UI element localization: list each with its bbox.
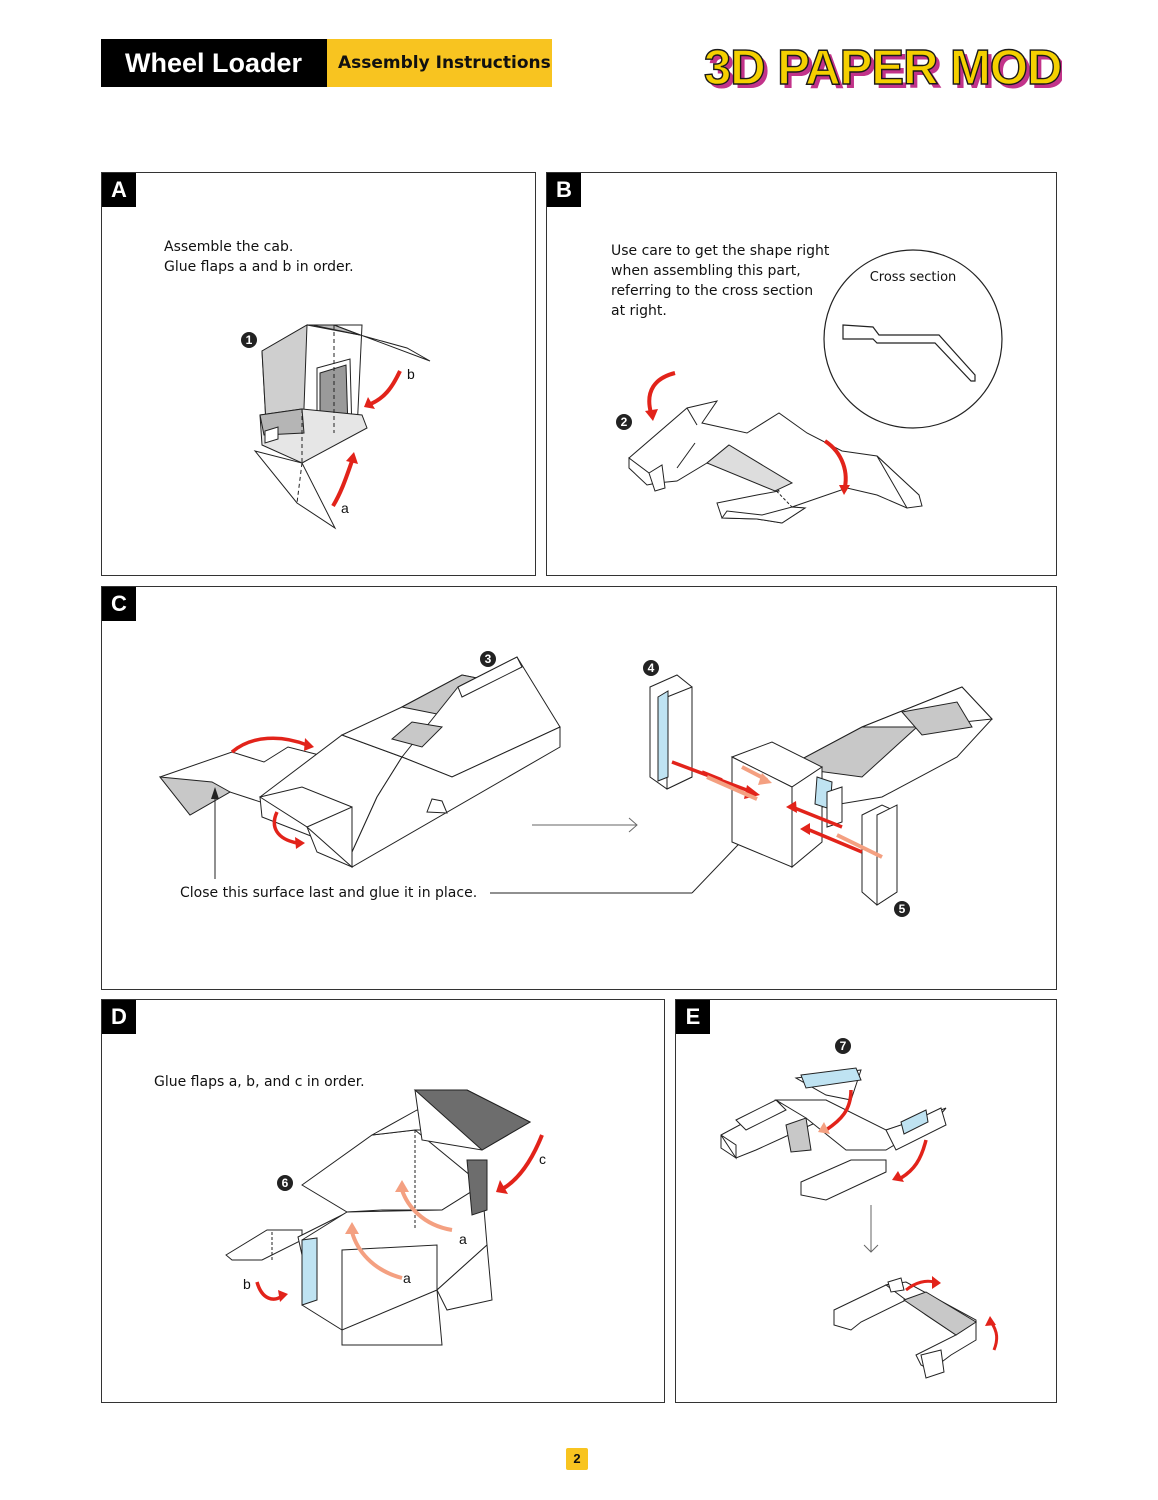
panel-b-tag: B: [547, 173, 581, 207]
cross-section-label: Cross section: [870, 270, 957, 285]
panel-c-tag: C: [102, 587, 136, 621]
chassis-assembly-diagram: 3 4 5: [158, 651, 994, 917]
body-assembly-diagram: 6 c a a b: [225, 1089, 546, 1346]
panel-d-instructions: Glue flaps a, b, and c in order.: [154, 1072, 365, 1092]
document-title: Wheel Loader: [101, 39, 327, 87]
step-1-label: 1: [246, 333, 253, 347]
flap-a-upper-label: a: [459, 1231, 467, 1247]
step-2-marker: [616, 414, 632, 430]
cab-assembly-diagram: 1 b a: [241, 324, 431, 530]
step-4-label: 4: [648, 661, 655, 675]
brand-logo: 3D PAPER MODELS 3D PAPER MODELS: [703, 40, 1062, 96]
flap-c-label: c: [539, 1151, 546, 1167]
panel-d-line-1: Glue flaps a, b, and c in order.: [154, 1074, 365, 1090]
panel-d-tag: D: [102, 1000, 136, 1034]
document-subtitle: Assembly Instructions: [327, 39, 552, 87]
panel-b: B Use care to get the shape right when a…: [546, 172, 1057, 576]
step-3-marker: [480, 651, 496, 667]
panel-a: A Assemble the cab. Glue flaps a and b i…: [101, 172, 536, 576]
step-7-marker: [835, 1038, 851, 1054]
page-number: 2: [566, 1448, 588, 1470]
panel-b-line-2: when assembling this part,: [611, 263, 801, 279]
flap-b-label-d: b: [243, 1276, 251, 1292]
panel-b-instructions: Use care to get the shape right when ass…: [611, 241, 829, 321]
axle-part-diagram: 7: [720, 1038, 999, 1379]
frame-part-diagram: Cross section 2: [616, 249, 1003, 524]
panel-b-line-1: Use care to get the shape right: [611, 243, 830, 259]
step-2-label: 2: [621, 415, 628, 429]
step-4-marker: [643, 660, 659, 676]
panel-a-instructions: Assemble the cab. Glue flaps a and b in …: [164, 237, 354, 277]
step-6-marker: [277, 1175, 293, 1191]
step-1-marker: [241, 332, 257, 348]
panel-a-line-2: Glue flaps a and b in order.: [164, 259, 354, 275]
flap-a-label: a: [341, 500, 349, 516]
panel-b-line-4: at right.: [611, 303, 667, 319]
cross-section-profile: [842, 324, 976, 382]
panel-b-line-3: referring to the cross section: [611, 283, 814, 299]
flap-a-lower-label: a: [403, 1270, 411, 1286]
step-7-label: 7: [840, 1039, 847, 1053]
panel-d: D Glue flaps a, b, and c in order.: [101, 999, 665, 1403]
brand-logo-text: 3D PAPER MODELS: [704, 41, 1062, 95]
flap-b-label: b: [407, 366, 415, 382]
panel-a-line-1: Assemble the cab.: [164, 239, 294, 255]
panel-e: E 7: [675, 999, 1057, 1403]
step-5-label: 5: [899, 902, 906, 916]
panel-e-tag: E: [676, 1000, 710, 1034]
panel-a-tag: A: [102, 173, 136, 207]
step-6-label: 6: [282, 1176, 289, 1190]
step-3-label: 3: [485, 652, 492, 666]
panel-c: C Close this surface last and glue it in…: [101, 586, 1057, 990]
step-5-marker: [894, 901, 910, 917]
panel-c-note: Close this surface last and glue it in p…: [180, 885, 478, 901]
brand-logo-shadow: 3D PAPER MODELS: [708, 45, 1062, 96]
